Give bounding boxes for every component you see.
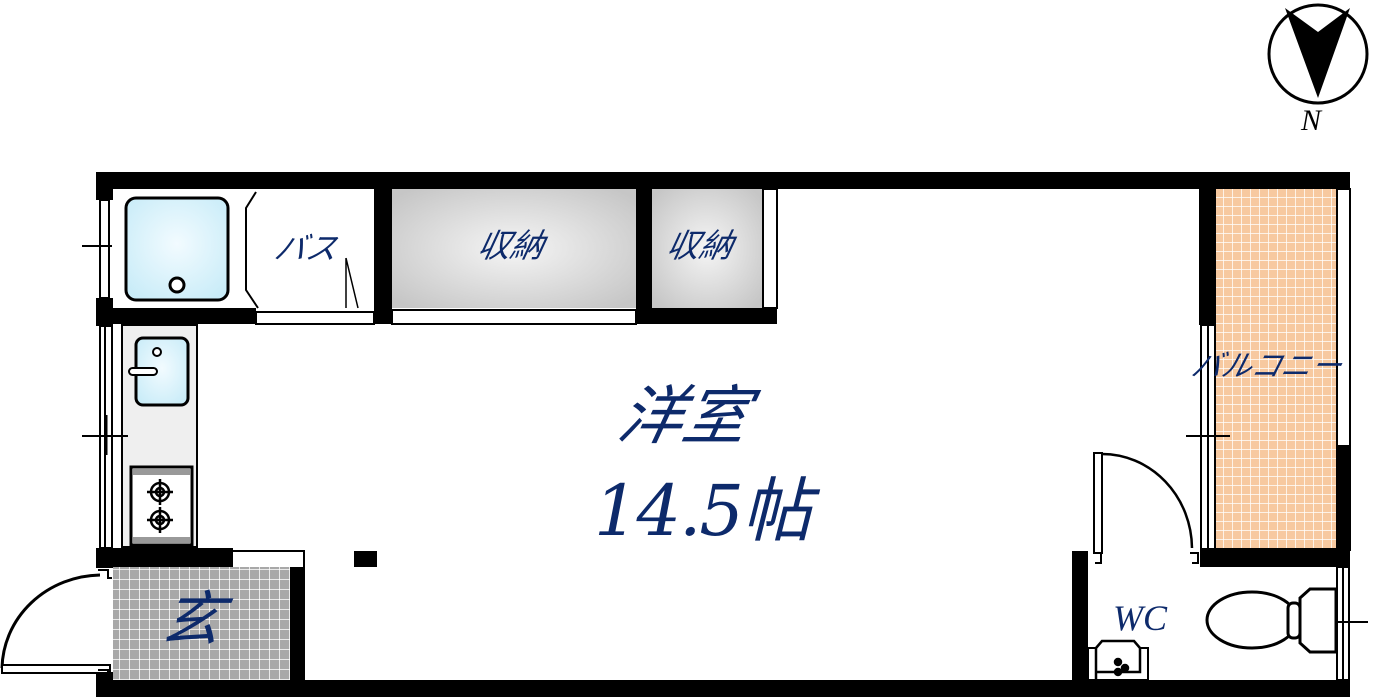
storage-small-label: 収納 (662, 226, 738, 265)
north-arrow-icon (1267, 3, 1369, 105)
wc-door-icon (1093, 452, 1199, 564)
entrance-area (113, 567, 290, 680)
bath-label: バス (271, 231, 341, 267)
column-marker (354, 551, 377, 567)
bathtub-icon (124, 196, 230, 302)
entrance-label: 玄 (154, 585, 230, 655)
storage-small-area (652, 189, 762, 308)
stove-icon (129, 465, 194, 547)
compass-label: N (1301, 104, 1322, 137)
main-room-size: 14.5帖 (594, 470, 812, 552)
storage-large-label: 収納 (473, 226, 549, 265)
main-room-label: 洋室 (612, 380, 756, 454)
balcony-area (1215, 188, 1337, 550)
storage-large-area (392, 189, 636, 308)
balcony-label: バルコニー (1187, 349, 1346, 384)
wc-label: WC (1113, 598, 1167, 638)
entrance-door-icon (0, 569, 112, 679)
kitchen-sink-icon (128, 336, 190, 407)
walls (96, 172, 1351, 697)
hand-basin-icon (1087, 639, 1149, 681)
toilet-icon (1205, 587, 1338, 654)
